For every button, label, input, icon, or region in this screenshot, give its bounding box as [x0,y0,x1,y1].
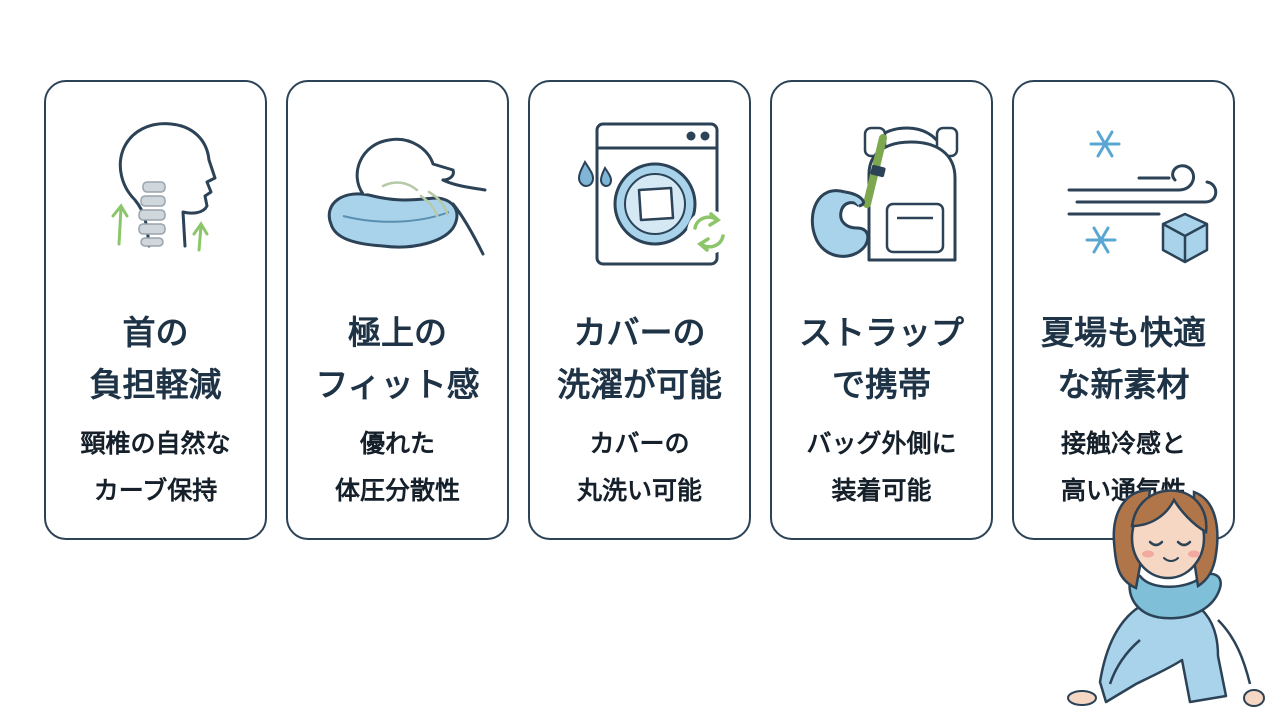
backpack-strap-icon [787,104,977,274]
girl-illustration [1040,470,1280,714]
card-title: 極上のフィット感 [315,313,480,404]
card-description: カバーの丸洗い可能 [576,429,702,505]
card-description: バッグ外側に装着可能 [806,429,957,505]
card-title: ストラップで携帯 [799,313,964,404]
card-description: 優れた体圧分散性 [334,429,460,505]
feature-card-fit: 極上のフィット感 優れた体圧分散性 [286,80,509,540]
neck-support-icon [61,104,251,274]
card-title: 首の負担軽減 [89,313,222,404]
feature-card-washable: カバーの洗濯が可能 カバーの丸洗い可能 [528,80,751,540]
card-title: 夏場も快適な新素材 [1041,313,1206,404]
card-description: 接触冷感と高い通気性 [1060,429,1186,505]
card-description: 頸椎の自然なカーブ保持 [80,429,231,505]
feature-card-strap: ストラップで携帯 バッグ外側に装着可能 [770,80,993,540]
card-title: カバーの洗濯が可能 [557,313,722,404]
feature-card-cooling: 夏場も快適な新素材 接触冷感と高い通気性 [1012,80,1235,540]
washing-machine-icon [545,104,735,274]
pillow-fit-icon [303,104,493,274]
feature-card-neck: 首の負担軽減 頸椎の自然なカーブ保持 [44,80,267,540]
cooling-material-icon [1029,104,1219,274]
